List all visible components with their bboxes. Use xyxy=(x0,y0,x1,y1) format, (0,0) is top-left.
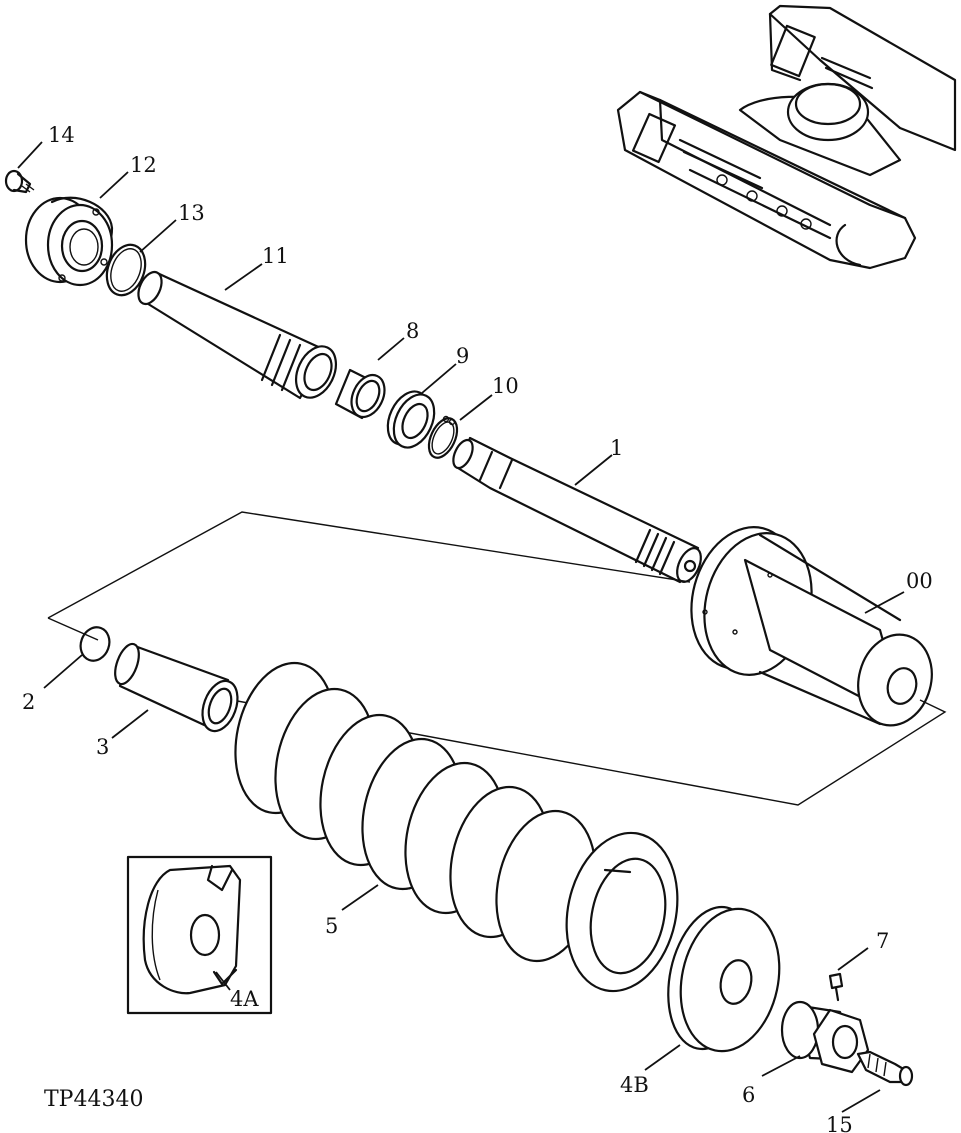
part-15-grease-valve xyxy=(856,1050,914,1087)
callout-00: 00 xyxy=(906,569,933,593)
callout-labels: 14 12 13 11 8 9 10 1 00 2 3 5 4A 4B 6 7 … xyxy=(22,123,933,1133)
callout-4b: 4B xyxy=(620,1073,649,1097)
callout-10: 10 xyxy=(492,374,519,398)
callout-12: 12 xyxy=(130,153,157,177)
callout-2: 2 xyxy=(22,690,35,714)
track-frame-illustration xyxy=(616,4,957,270)
callout-3: 3 xyxy=(96,735,109,759)
callout-13: 13 xyxy=(178,201,205,225)
part-11-cylinder xyxy=(137,270,338,400)
part-13-o-ring xyxy=(105,243,147,297)
part-9-seal xyxy=(386,390,436,449)
part-00-recoil-housing xyxy=(690,526,933,727)
callout-8: 8 xyxy=(406,319,419,343)
callout-7: 7 xyxy=(876,929,889,953)
callout-4a: 4A xyxy=(230,987,259,1011)
callout-leader-lines xyxy=(17,141,905,1113)
figure-id: TP44340 xyxy=(44,1087,143,1112)
callout-9: 9 xyxy=(456,344,469,368)
callout-14: 14 xyxy=(48,123,75,147)
part-8-bushing xyxy=(334,368,386,420)
part-6-nut xyxy=(780,1000,870,1074)
part-10-snap-ring xyxy=(427,415,459,459)
callout-6: 6 xyxy=(742,1083,755,1107)
callout-11: 11 xyxy=(262,244,289,268)
callout-15: 15 xyxy=(826,1113,853,1133)
part-14-capscrew xyxy=(4,169,35,194)
part-2-o-ring xyxy=(79,626,111,662)
part-4b-spring-seat xyxy=(667,905,781,1053)
part-5-recoil-spring xyxy=(234,661,679,993)
part-4a-detail-box xyxy=(126,855,273,1015)
part-3-spacer xyxy=(114,642,239,733)
callout-5: 5 xyxy=(325,914,338,938)
part-1-rod xyxy=(452,436,702,584)
callout-1: 1 xyxy=(610,436,623,460)
assembly-outline xyxy=(47,511,947,806)
part-7-fitting xyxy=(828,972,844,1002)
part-12-flange-housing xyxy=(24,196,114,287)
